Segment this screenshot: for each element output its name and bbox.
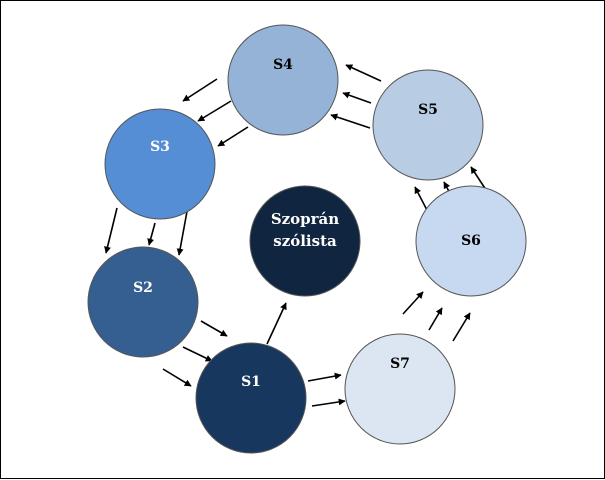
flow-arrow-13	[266, 302, 287, 345]
node-label-s2: S2	[133, 280, 153, 296]
flow-arrow-4	[345, 64, 382, 82]
node-label-s4: S4	[273, 57, 293, 73]
flow-arrow-1	[182, 78, 218, 102]
center-label-line-2: szólista	[273, 232, 337, 250]
flow-arrow-16	[402, 291, 424, 315]
node-s5	[372, 69, 484, 181]
node-s6	[415, 185, 527, 297]
node-label-s5: S5	[418, 102, 438, 118]
node-label-s6: S6	[461, 233, 481, 249]
node-s1	[195, 342, 307, 454]
flow-arrow-12	[162, 368, 192, 387]
flow-arrow-2	[197, 100, 232, 122]
flow-arrow-5	[342, 91, 372, 104]
flow-arrow-18	[452, 312, 471, 342]
node-label-s3: S3	[150, 139, 170, 155]
node-center-soloist	[249, 185, 361, 297]
flow-arrow-15	[311, 398, 346, 407]
node-label-s1: S1	[241, 374, 261, 390]
flow-arrow-6	[330, 113, 371, 129]
node-s3	[104, 108, 216, 220]
flow-arrow-7	[104, 207, 118, 254]
flow-arrow-9	[176, 205, 189, 256]
center-label-line-1: Szoprán	[271, 210, 339, 228]
node-s2	[87, 246, 199, 358]
flow-arrow-3	[217, 126, 249, 147]
flow-arrow-10	[200, 320, 228, 337]
flow-arrow-17	[428, 307, 443, 331]
flow-arrow-8	[147, 222, 156, 246]
flow-arrow-14	[307, 372, 342, 382]
arrows-layer	[104, 64, 495, 407]
flow-arrow-11	[182, 346, 213, 362]
node-s7	[344, 333, 456, 445]
node-label-s7: S7	[390, 356, 410, 372]
node-s4	[227, 24, 339, 136]
